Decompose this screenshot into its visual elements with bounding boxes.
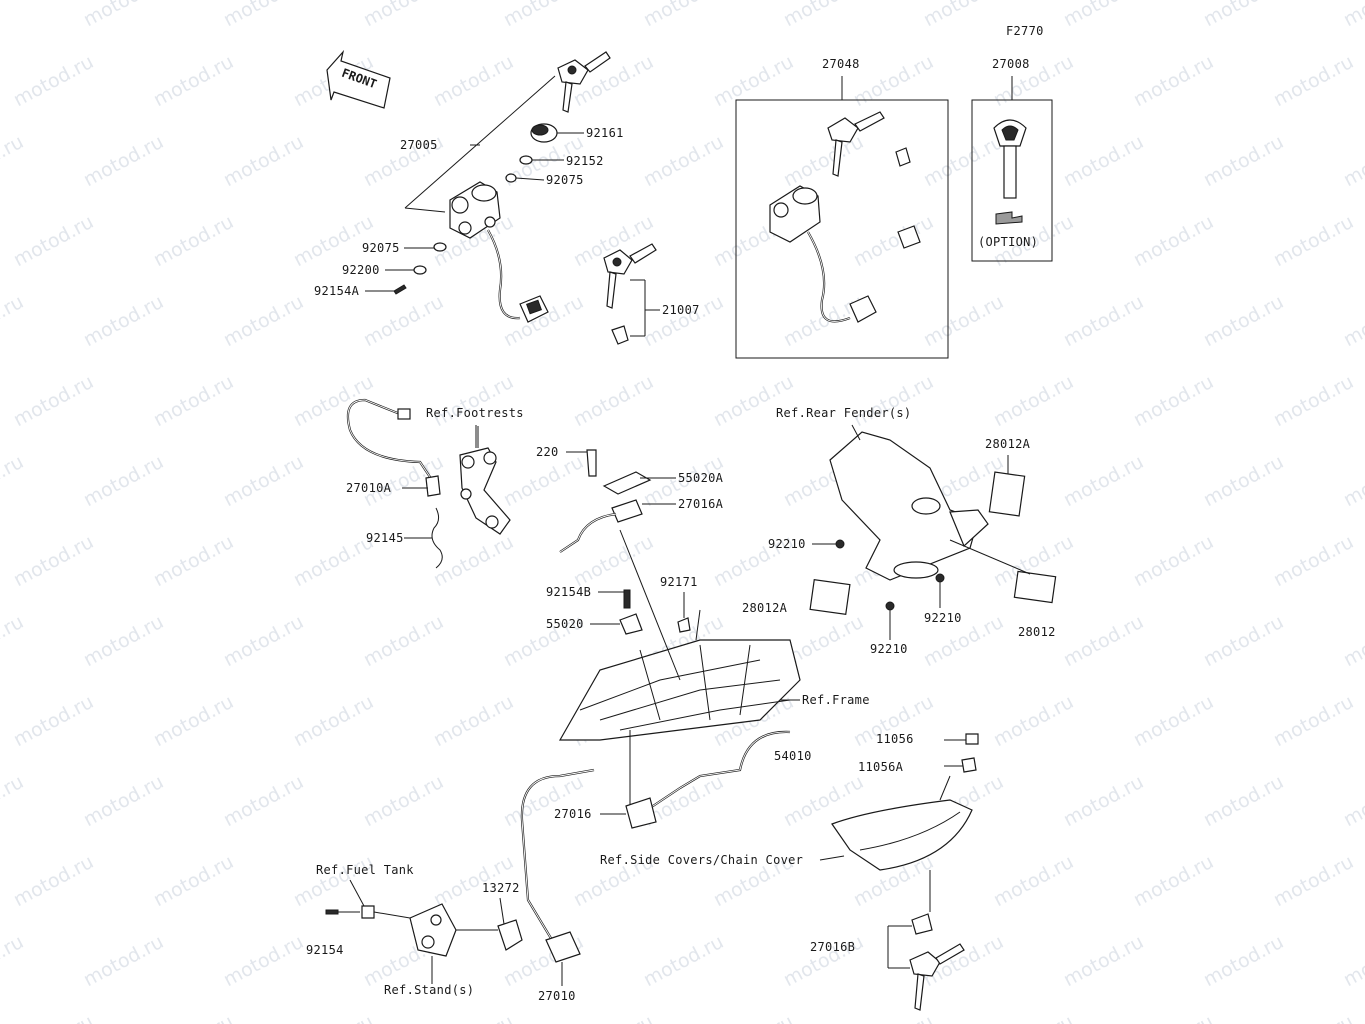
ref-side-covers: Ref.Side Covers/Chain Cover <box>600 853 804 867</box>
seat-lock-cable <box>520 730 791 986</box>
part-92154B-label: 92154B <box>546 585 592 599</box>
part-28012-label: 28012 <box>1018 625 1056 639</box>
part-13272-label: 13272 <box>482 881 520 895</box>
part-27016B-label: 27016B <box>810 940 856 954</box>
part-92152-label: 92152 <box>566 154 604 168</box>
part-92145-label: 92145 <box>366 531 404 545</box>
ref-stands: Ref.Stand(s) <box>384 983 475 997</box>
part-21007-label: 21007 <box>662 303 700 317</box>
kit-27005-lines <box>404 75 556 213</box>
part-27010-label: 27010 <box>538 989 576 1003</box>
part-92171-label: 92171 <box>660 575 698 589</box>
part-27008-label: 27008 <box>992 57 1030 71</box>
part-92154A-label: 92154A <box>314 284 360 298</box>
key-set-21007 <box>603 243 660 345</box>
stand-switch-area <box>325 897 523 984</box>
part-92210-a-label: 92210 <box>768 537 806 551</box>
washer-92152 <box>519 155 564 165</box>
part-27048-label: 27048 <box>822 57 860 71</box>
seat-lock-mid <box>590 589 691 635</box>
part-92075-label: 92075 <box>546 173 584 187</box>
part-27016A-label: 27016A <box>678 497 724 511</box>
part-27010A-label: 27010A <box>346 481 392 495</box>
ref-frame: Ref.Frame <box>802 693 870 707</box>
part-92210-c-label: 92210 <box>870 642 908 656</box>
bolt-92154A <box>365 284 407 295</box>
part-28012A-left-label: 28012A <box>742 601 788 615</box>
cap-92161 <box>530 123 584 143</box>
part-28012A-top-label: 28012A <box>985 437 1031 451</box>
washer-92200 <box>385 265 427 275</box>
key-set-27016B <box>887 913 965 1011</box>
ref-rear-fender: Ref.Rear Fender(s) <box>776 406 912 420</box>
part-55020-label: 55020 <box>546 617 584 631</box>
figure-code: F2770 <box>1006 24 1044 38</box>
key-27005 <box>557 51 611 113</box>
part-27016-label: 27016 <box>554 807 592 821</box>
leader-lines <box>349 426 845 907</box>
side-covers <box>831 733 979 912</box>
key-27008 <box>993 119 1027 225</box>
ref-fuel-tank: Ref.Fuel Tank <box>316 863 414 877</box>
part-11056A-label: 11056A <box>858 760 904 774</box>
part-11056-label: 11056 <box>876 732 914 746</box>
rear-fender <box>809 424 1057 640</box>
part-92210-b-label: 92210 <box>924 611 962 625</box>
footrest-switch-area <box>346 398 511 569</box>
part-92161-label: 92161 <box>586 126 624 140</box>
ref-footrests: Ref.Footrests <box>426 406 524 420</box>
part-92075-lower-label: 92075 <box>362 241 400 255</box>
frame <box>558 529 801 806</box>
ignition-switch-27005 <box>449 181 549 323</box>
kit-27048-parts <box>769 111 921 323</box>
option-label: (OPTION) <box>978 235 1039 249</box>
washer-92075 <box>505 173 545 183</box>
part-55020A-label: 55020A <box>678 471 724 485</box>
part-92200-label: 92200 <box>342 263 380 277</box>
part-27005-label: 27005 <box>400 138 438 152</box>
part-54010-label: 54010 <box>774 749 812 763</box>
part-92154-label: 92154 <box>306 943 344 957</box>
part-220-label: 220 <box>536 445 559 459</box>
washer-92075-lower <box>404 242 447 252</box>
front-arrow: FRONT <box>326 49 391 109</box>
seat-lock-upper <box>559 449 676 553</box>
